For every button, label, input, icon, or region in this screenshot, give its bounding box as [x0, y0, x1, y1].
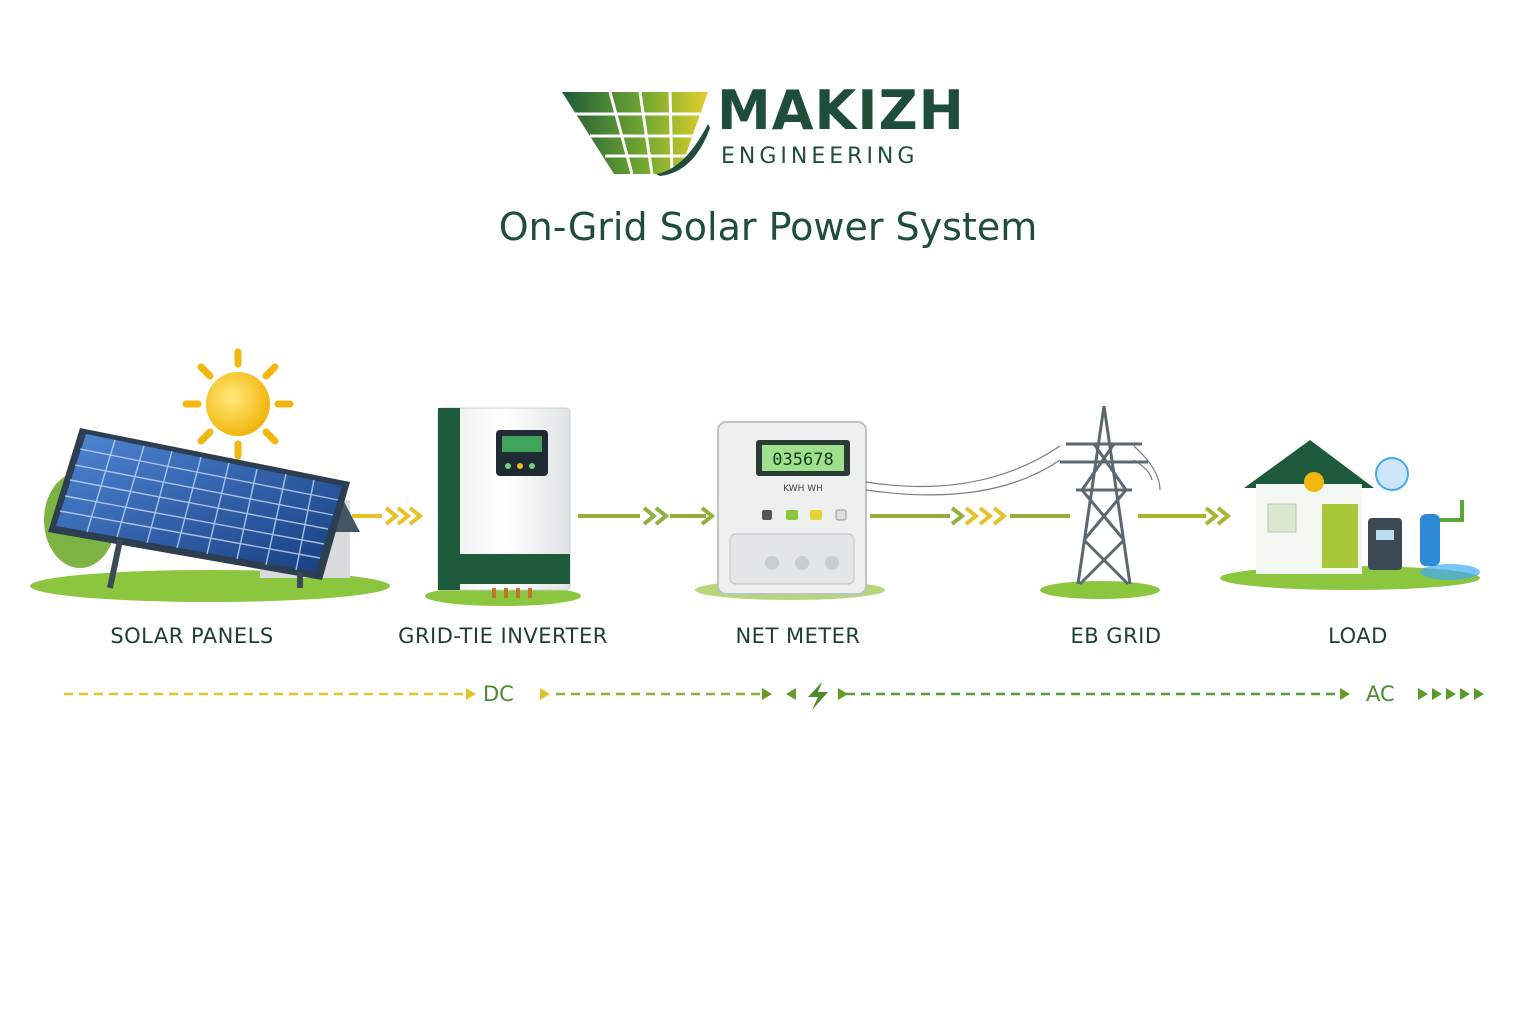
- brand-logo: MAKIZH ENGINEERING: [560, 80, 1010, 180]
- diagram-title: On-Grid Solar Power System: [498, 205, 1038, 249]
- label-grid-tie-inverter: GRID-TIE INVERTER: [398, 624, 608, 648]
- brand-name: MAKIZH: [717, 79, 965, 142]
- solar-panel-icon: [30, 428, 390, 602]
- meter-reading: 035678: [772, 450, 833, 470]
- ac-label: AC: [1366, 682, 1395, 706]
- connection-arrows: [352, 506, 1232, 526]
- dc-label: DC: [483, 682, 514, 706]
- bolt-icon: [808, 682, 828, 710]
- label-net-meter: NET METER: [735, 624, 861, 648]
- transmission-tower-icon: [865, 405, 1161, 599]
- house-icon: [1220, 440, 1480, 590]
- brand-subtitle: ENGINEERING: [721, 144, 919, 169]
- label-load: LOAD: [1328, 624, 1388, 648]
- label-eb-grid: EB GRID: [1070, 624, 1162, 648]
- net-meter-icon: 035678 KWH WH: [695, 421, 885, 600]
- label-solar-panels: SOLAR PANELS: [110, 624, 274, 648]
- system-illustration: 035678 KWH WH: [30, 348, 1480, 606]
- logo-solar-icon: [562, 91, 710, 176]
- sun-icon: [182, 348, 294, 460]
- current-flow-line: [64, 682, 1484, 710]
- inverter-icon: [425, 407, 581, 606]
- meter-unit: KWH WH: [783, 484, 823, 494]
